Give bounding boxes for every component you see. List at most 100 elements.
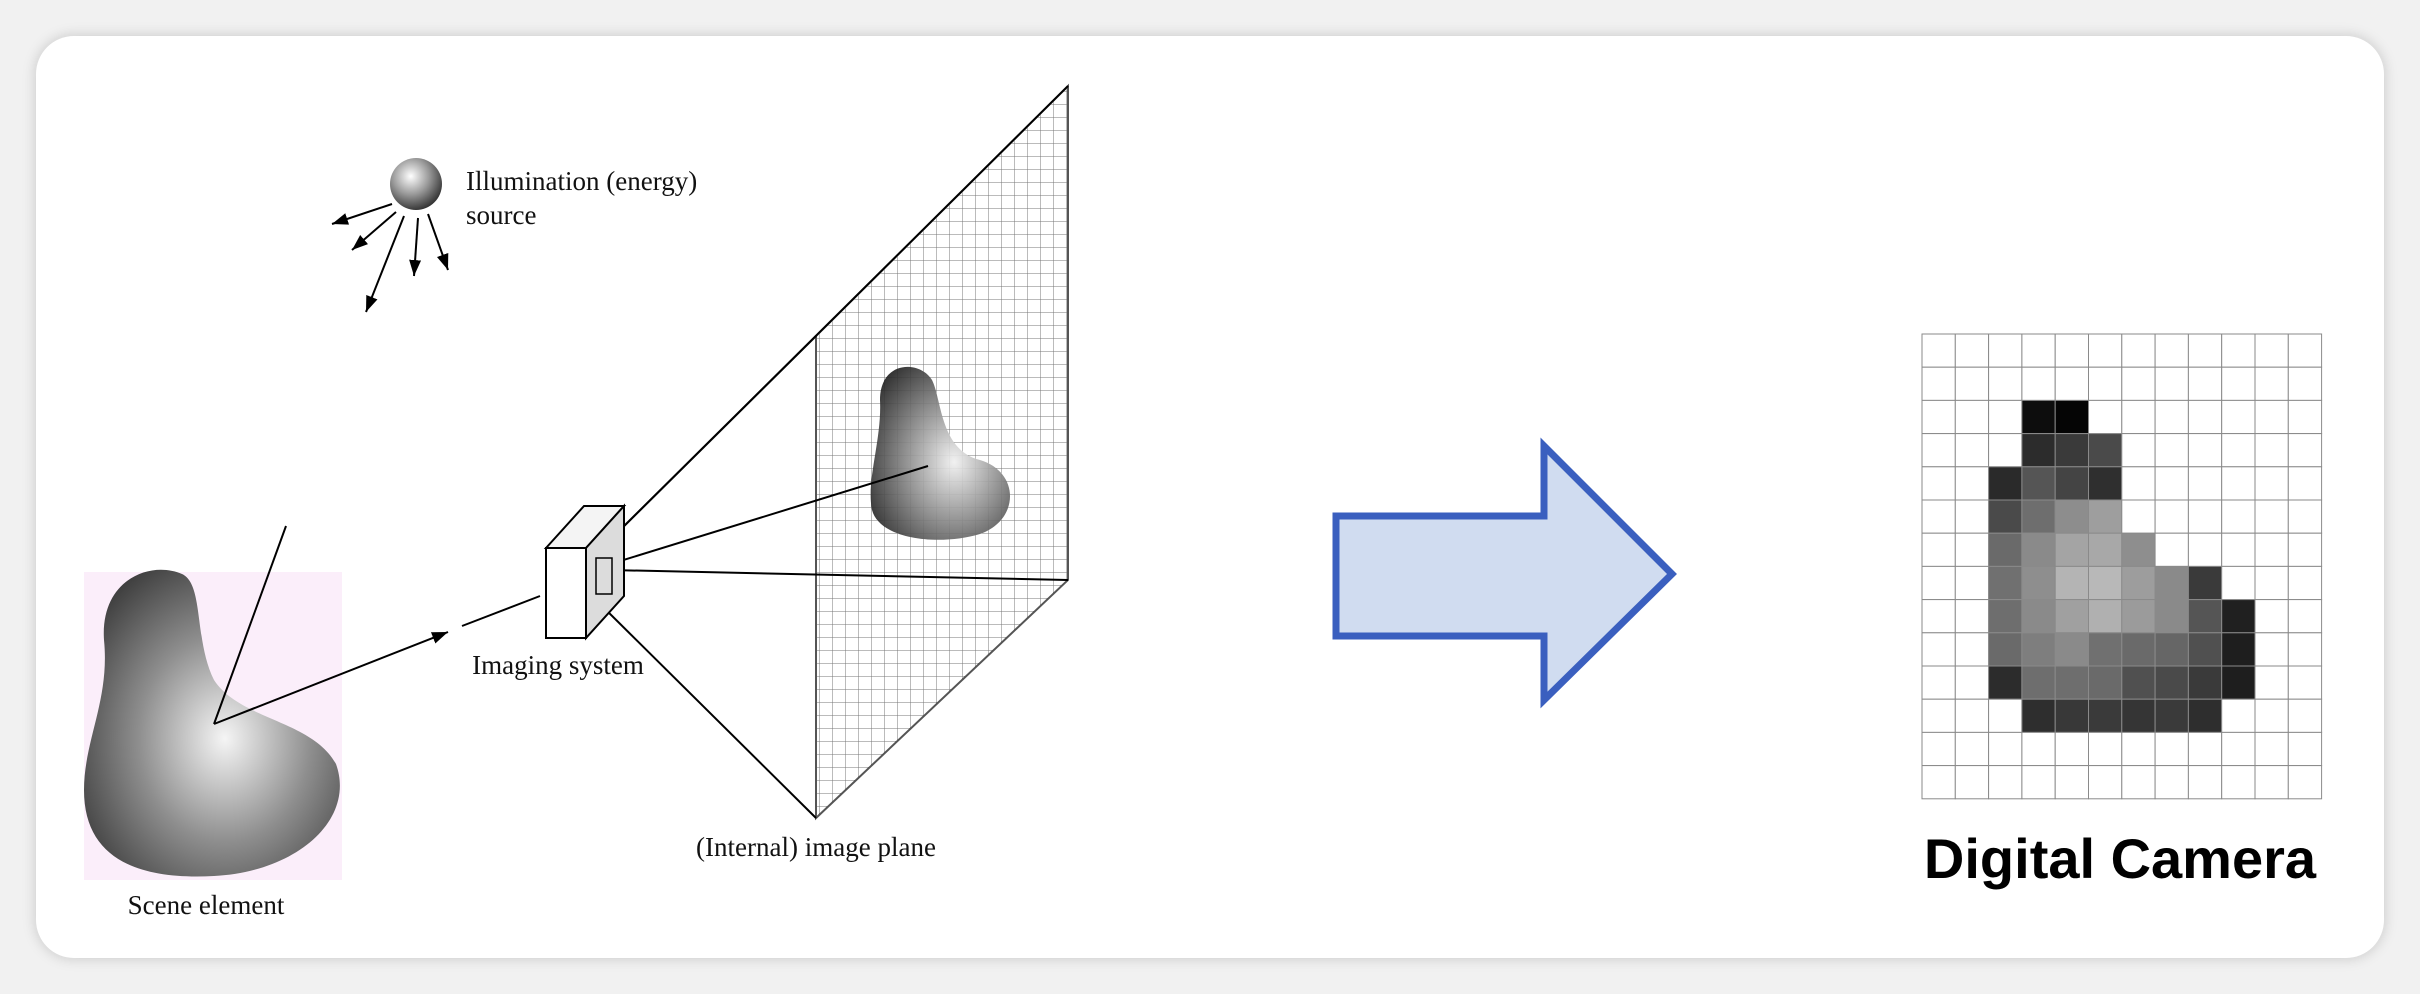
pixel-cell — [1921, 433, 1956, 468]
pixel-cell — [1954, 433, 1990, 468]
pixel-cell — [2254, 433, 2289, 468]
illumination-label-line2: source — [466, 200, 536, 230]
pixel-cell — [2154, 399, 2189, 435]
pixel-cell — [2287, 632, 2323, 667]
pixel-cell — [2287, 665, 2323, 700]
pixel-cell — [2021, 399, 2056, 435]
pixel-cell — [2287, 399, 2323, 435]
projection-lines — [595, 85, 1069, 819]
pixel-cell — [2187, 366, 2223, 401]
scene-element — [84, 525, 541, 880]
pixel-cell — [2221, 665, 2256, 700]
pixel-cell — [2054, 333, 2089, 368]
pixel-cell — [2187, 433, 2223, 468]
illumination-label: Illumination (energy) — [466, 166, 697, 196]
pixel-cell — [2254, 366, 2289, 401]
pixel-cell — [1954, 599, 1990, 634]
pixel-cell — [2021, 731, 2056, 767]
pixel-cell — [1988, 399, 2023, 435]
pixel-cell — [2088, 532, 2123, 567]
pixel-cell — [2154, 333, 2189, 368]
pixel-cell — [1921, 532, 1956, 567]
pixel-cell — [1921, 765, 1956, 800]
pixel-cell — [2254, 466, 2289, 501]
pixel-cell — [1954, 665, 1990, 700]
transform-arrow — [1332, 437, 1677, 709]
pixel-cell — [2021, 499, 2056, 534]
pixel-cell — [2088, 632, 2123, 667]
pixel-cell — [1921, 698, 1956, 733]
pixel-cell — [2088, 433, 2123, 468]
pixel-cell — [2221, 532, 2256, 567]
pixel-cell — [1921, 731, 1956, 767]
pixel-cell — [2021, 466, 2056, 501]
pixel-cell — [1954, 698, 1990, 733]
pixel-cell — [2254, 333, 2289, 368]
image-plane — [815, 83, 1069, 821]
pixel-cell — [2021, 698, 2056, 733]
pixel-cell — [2054, 632, 2089, 667]
pixel-cell — [2187, 399, 2223, 435]
pixel-cell — [1954, 765, 1990, 800]
pixel-cell — [2054, 599, 2089, 634]
pixel-cell — [1921, 333, 1956, 368]
pixel-cell — [2054, 466, 2089, 501]
pixel-cell — [2187, 731, 2223, 767]
imaging-system — [543, 503, 627, 641]
pixel-cell — [1988, 366, 2023, 401]
pixel-cell — [2121, 565, 2156, 601]
pixel-cell — [2287, 366, 2323, 401]
pixel-cell — [1988, 632, 2023, 667]
pixel-cell — [2221, 466, 2256, 501]
pixel-cell — [2121, 466, 2156, 501]
pixel-cell — [2154, 532, 2189, 567]
pixel-cell — [2287, 565, 2323, 601]
pixel-cell — [2287, 333, 2323, 368]
pixel-cell — [2254, 499, 2289, 534]
pixel-cell — [2121, 731, 2156, 767]
pixel-cell — [2221, 399, 2256, 435]
pixel-cell — [1988, 532, 2023, 567]
pixel-cell — [2221, 698, 2256, 733]
pixel-cell — [2021, 599, 2056, 634]
pixel-cell — [2221, 632, 2256, 667]
pixel-cell — [2154, 665, 2189, 700]
pixel-cell — [2187, 333, 2223, 368]
pixel-cell — [1988, 731, 2023, 767]
pixel-cell — [2121, 399, 2156, 435]
pixel-cell — [2221, 599, 2256, 634]
pixel-cell — [2221, 731, 2256, 767]
pixel-cell — [1921, 665, 1956, 700]
pixel-cell — [2054, 499, 2089, 534]
pixel-cell — [1988, 599, 2023, 634]
pixel-cell — [2154, 366, 2189, 401]
pixel-cell — [2121, 499, 2156, 534]
pixel-cell — [2154, 765, 2189, 800]
pixel-grid — [1921, 333, 2323, 800]
pixel-cell — [1921, 565, 1956, 601]
pixel-cell — [2088, 698, 2123, 733]
pixel-cell — [2221, 366, 2256, 401]
pixel-cell — [2154, 632, 2189, 667]
pixel-cell — [2121, 698, 2156, 733]
scene-element-label: Scene element — [128, 890, 285, 920]
pixel-cell — [2054, 765, 2089, 800]
pixel-cell — [2154, 599, 2189, 634]
pixel-cell — [2187, 665, 2223, 700]
pixel-cell — [1954, 565, 1990, 601]
pixel-cell — [2187, 632, 2223, 667]
image-plane-label: (Internal) image plane — [696, 832, 936, 862]
pixel-cell — [2121, 599, 2156, 634]
pixel-cell — [1954, 499, 1990, 534]
pixel-cell — [2021, 532, 2056, 567]
pixel-cell — [2187, 466, 2223, 501]
pixel-cell — [2021, 333, 2056, 368]
pixel-cell — [2221, 333, 2256, 368]
pixel-cell — [2187, 565, 2223, 601]
pixel-cell — [1988, 333, 2023, 368]
pixel-cell — [2121, 765, 2156, 800]
pixel-cell — [1954, 333, 1990, 368]
pixel-cell — [2088, 466, 2123, 501]
pixel-cell — [2021, 765, 2056, 800]
